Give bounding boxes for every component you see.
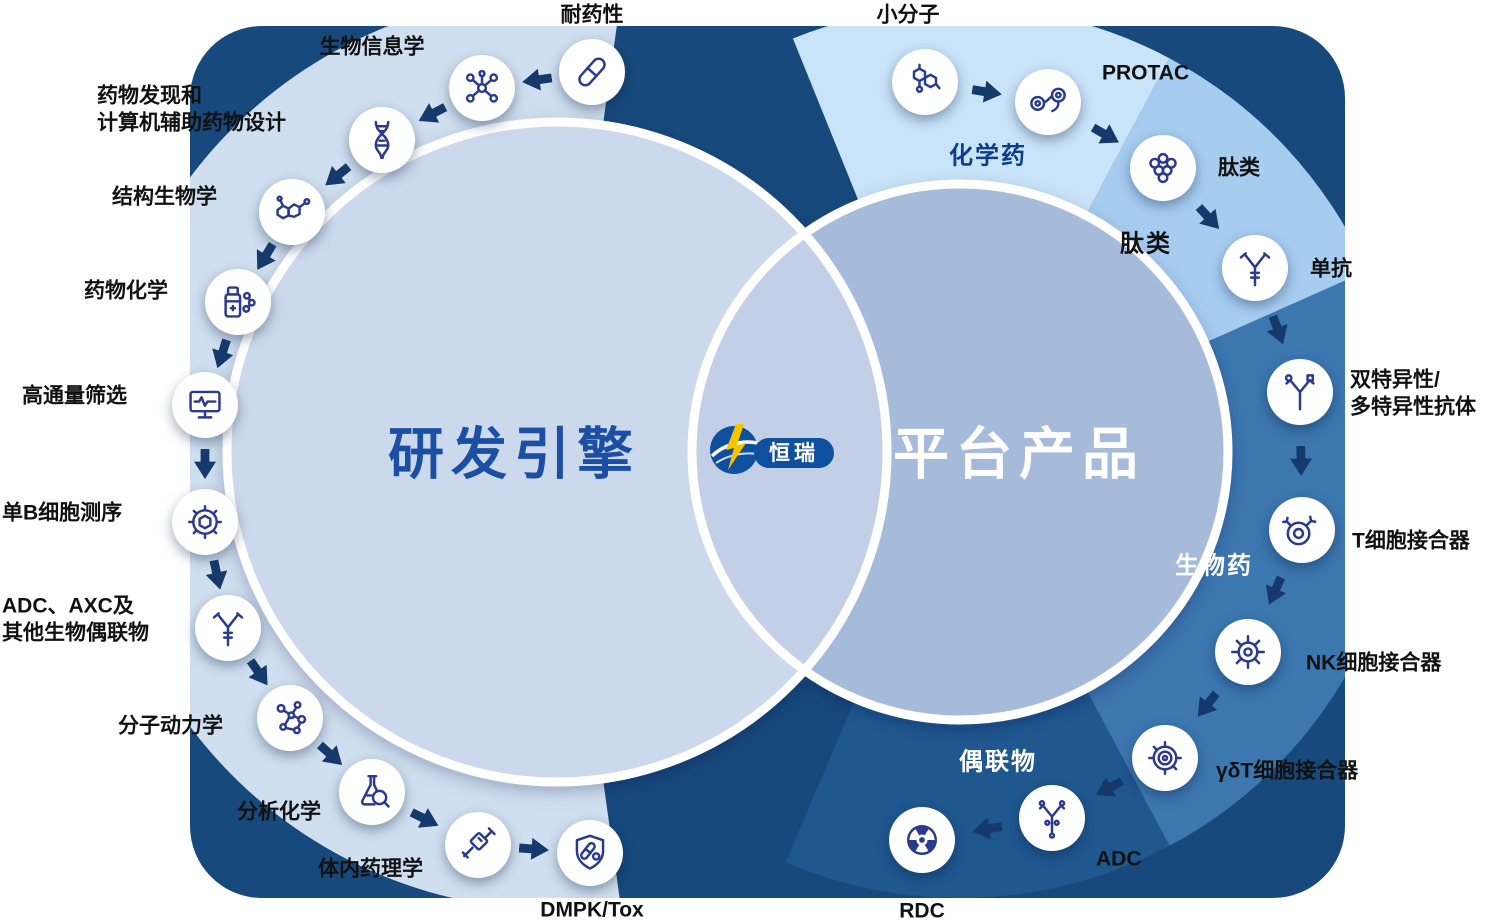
flow-arrow-icon bbox=[194, 449, 216, 479]
logo-globe-icon bbox=[710, 424, 758, 474]
right-ring-label: PROTAC bbox=[1102, 61, 1190, 85]
flow-arrow-icon bbox=[1262, 312, 1293, 348]
flask-magnifier-icon bbox=[339, 759, 405, 825]
segment-band-chemical bbox=[792, 26, 1170, 223]
right-ring-label: T细胞接合器 bbox=[1352, 529, 1470, 553]
radiation-icon bbox=[889, 807, 955, 873]
left-ring-label: DMPK/Tox bbox=[540, 898, 644, 922]
flow-arrow-icon bbox=[1191, 200, 1228, 237]
left-ring-label: 高通量筛选 bbox=[22, 384, 127, 408]
segment-label: 偶联物 bbox=[959, 748, 1037, 776]
right-ring-label: RDC bbox=[899, 899, 945, 923]
t-cell-engager-icon bbox=[1269, 497, 1335, 563]
segment-label: 生物药 bbox=[1175, 552, 1253, 580]
left-ring-label: 耐药性 bbox=[560, 3, 624, 27]
flow-arrow-icon bbox=[970, 816, 1003, 843]
left-ring-label: 药物发现和 计算机辅助药物设计 bbox=[97, 84, 286, 135]
left-circle-title: 研发引擎 bbox=[388, 422, 640, 486]
small-molecule-icon bbox=[892, 49, 958, 115]
screening-machine-icon bbox=[172, 372, 238, 438]
segment-band-biologics bbox=[1082, 280, 1345, 846]
right-ring-label: γδT细胞接合器 bbox=[1216, 759, 1359, 783]
flow-arrow-icon bbox=[970, 79, 1003, 106]
right-ring-label: 小分子 bbox=[876, 3, 940, 27]
left-ring-label: 结构生物学 bbox=[112, 185, 217, 209]
right-ring-label: 单抗 bbox=[1310, 257, 1352, 281]
nk-cell-engager-icon bbox=[1215, 619, 1281, 685]
capsule-icon bbox=[559, 39, 625, 105]
mab-antibody-icon bbox=[1222, 235, 1288, 301]
left-ring-label: 单B细胞测序 bbox=[2, 501, 123, 525]
protac-icon bbox=[1015, 69, 1081, 135]
flow-arrow-icon bbox=[1259, 573, 1291, 609]
left-ring-label: 药物化学 bbox=[84, 279, 168, 303]
left-ring-label: ADC、AXC及 其他生物偶联物 bbox=[2, 594, 149, 645]
left-circle bbox=[227, 122, 887, 782]
flow-arrow-icon bbox=[318, 158, 355, 194]
flow-arrow-icon bbox=[203, 558, 231, 592]
segment-label: 肽类 bbox=[1120, 230, 1172, 258]
antibody-icon bbox=[195, 595, 261, 661]
syringe-molecule-icon bbox=[445, 812, 511, 878]
logo-ribbon bbox=[754, 438, 834, 468]
molecular-dynamics-icon bbox=[257, 685, 323, 751]
flow-arrow-icon bbox=[312, 737, 349, 773]
flow-arrow-icon bbox=[241, 654, 276, 691]
flow-arrow-icon bbox=[1189, 686, 1225, 723]
flow-arrow-icon bbox=[518, 837, 549, 861]
adc-antibody-icon bbox=[1019, 785, 1085, 851]
left-ring-label: 分子动力学 bbox=[118, 714, 223, 738]
pill-bottle-icon bbox=[205, 269, 271, 335]
segment-label: 化学药 bbox=[949, 142, 1027, 170]
hengrui-logo: 恒瑞 bbox=[710, 424, 834, 474]
left-ring-label: 分析化学 bbox=[237, 800, 321, 824]
segment-band-conjugates bbox=[785, 681, 1170, 898]
peptide-cluster-icon bbox=[1130, 135, 1196, 201]
flow-arrow-icon bbox=[1090, 771, 1127, 805]
flow-arrow-icon bbox=[407, 802, 444, 835]
flow-arrow-icon bbox=[206, 336, 236, 371]
right-circle-title: 平台产品 bbox=[893, 422, 1145, 486]
right-ring-label: ADC bbox=[1096, 847, 1142, 871]
shield-capsule-icon bbox=[557, 820, 623, 886]
logo-text: 恒瑞 bbox=[769, 441, 819, 465]
right-ring-label: 肽类 bbox=[1218, 156, 1260, 180]
flow-arrow-icon bbox=[521, 67, 554, 93]
right-ring-label: 双特异性/ 多特异性抗体 bbox=[1350, 368, 1476, 419]
bispecific-antibody-icon bbox=[1267, 359, 1333, 425]
right-ring-label: NK细胞接合器 bbox=[1306, 651, 1442, 675]
network-icon bbox=[449, 55, 515, 121]
b-cell-icon bbox=[172, 489, 238, 555]
flow-arrow-icon bbox=[1087, 118, 1124, 152]
steroid-molecule-icon bbox=[259, 179, 325, 245]
left-circle-border bbox=[222, 117, 892, 787]
left-ring-label: 生物信息学 bbox=[319, 35, 425, 59]
flow-arrow-icon bbox=[414, 97, 451, 130]
right-circle-border bbox=[687, 179, 1233, 725]
left-ring-label: 体内药理学 bbox=[318, 857, 423, 881]
flow-arrow-icon bbox=[248, 238, 282, 275]
dna-icon bbox=[349, 107, 415, 173]
flow-arrow-icon bbox=[1290, 446, 1312, 476]
gdt-cell-engager-icon bbox=[1132, 725, 1198, 791]
